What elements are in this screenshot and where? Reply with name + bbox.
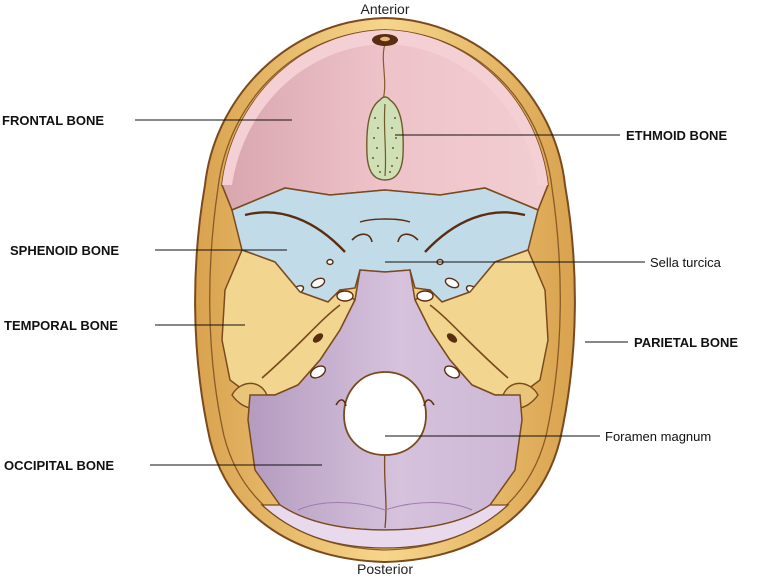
foramen-magnum: [343, 371, 427, 456]
posterior-clinoid-left: [336, 290, 354, 302]
parietal-bone-label: PARIETAL BONE: [634, 335, 738, 350]
internal-acoustic-meatus-right: [446, 333, 458, 343]
occipital-rim: [260, 504, 510, 549]
temporal-bone-label: TEMPORAL BONE: [4, 318, 118, 333]
lesser-wing-ridge-left: [244, 211, 346, 253]
sphenoid-bone-label: SPHENOID BONE: [10, 243, 119, 258]
cribriform-foramina: [372, 117, 398, 173]
jugular-foramen-right: [443, 365, 461, 379]
frontal-midline: [382, 43, 386, 101]
occipital-bone-label: OCCIPITAL BONE: [4, 458, 114, 473]
frontal-rim: [222, 30, 548, 185]
petrous-ridge-left: [261, 304, 341, 379]
crista-galli: [383, 103, 387, 177]
anterior-clinoid-right: [397, 233, 419, 243]
frontal-bone-label: FRONTAL BONE: [2, 113, 104, 128]
hypoglossal-canal-left: [335, 399, 347, 407]
parietal-inner-edge: [209, 29, 561, 551]
ethmoid-bone-label: ETHMOID BONE: [626, 128, 727, 143]
posterior-clinoid-right: [416, 290, 434, 302]
jugular-foramen-left: [309, 365, 327, 379]
leader-lines: [135, 119, 645, 466]
occipital-lobe-line-right: [384, 502, 473, 511]
internal-acoustic-meatus-left: [312, 333, 324, 343]
posterior-label: Posterior: [357, 561, 413, 577]
sella-turcica-label: Sella turcica: [650, 255, 722, 270]
foramen-cecum-highlight: [380, 36, 390, 42]
anterior-label: Anterior: [360, 1, 409, 17]
hypoglossal-canal-right: [423, 399, 435, 407]
lesser-wing-ridge-right: [424, 211, 526, 253]
occipital-lobe-line-left: [297, 502, 386, 511]
foramen-magnum-label: Foramen magnum: [605, 429, 711, 444]
petrous-ridge-right: [429, 304, 509, 379]
tuberculum-sellae: [359, 218, 411, 223]
anterior-clinoid-left: [351, 233, 373, 243]
internal-occipital-crest: [383, 449, 387, 529]
